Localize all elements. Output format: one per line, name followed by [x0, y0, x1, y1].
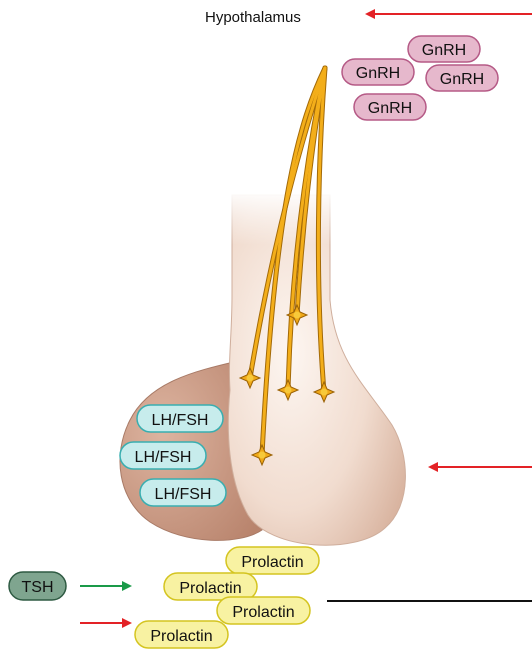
svg-text:LH/FSH: LH/FSH — [155, 486, 212, 503]
svg-text:GnRH: GnRH — [440, 71, 484, 88]
prolactin-pill: Prolactin — [217, 597, 310, 624]
svg-text:GnRH: GnRH — [422, 42, 466, 59]
svg-text:GnRH: GnRH — [356, 65, 400, 82]
lh-fsh-pill: LH/FSH — [120, 442, 206, 469]
prolactin-pill: Prolactin — [135, 621, 228, 648]
tsh-pill: TSH — [9, 572, 66, 600]
lh-fsh-pill: LH/FSH — [137, 405, 223, 432]
gnrh-pill: GnRH — [342, 59, 414, 85]
svg-text:Prolactin: Prolactin — [241, 554, 303, 571]
svg-text:Prolactin: Prolactin — [232, 604, 294, 621]
svg-text:Prolactin: Prolactin — [150, 628, 212, 645]
prolactin-pill: Prolactin — [164, 573, 257, 600]
svg-text:GnRH: GnRH — [368, 100, 412, 117]
lh-fsh-pill: LH/FSH — [140, 479, 226, 506]
gnrh-pill: GnRH — [408, 36, 480, 62]
prolactin-pill: Prolactin — [226, 547, 319, 574]
gnrh-pill: GnRH — [426, 65, 498, 91]
svg-text:LH/FSH: LH/FSH — [135, 449, 192, 466]
svg-text:TSH: TSH — [22, 579, 54, 596]
hypothalamus-label: Hypothalamus — [205, 9, 301, 26]
svg-text:Prolactin: Prolactin — [179, 580, 241, 597]
svg-text:LH/FSH: LH/FSH — [152, 412, 209, 429]
gnrh-pill: GnRH — [354, 94, 426, 120]
